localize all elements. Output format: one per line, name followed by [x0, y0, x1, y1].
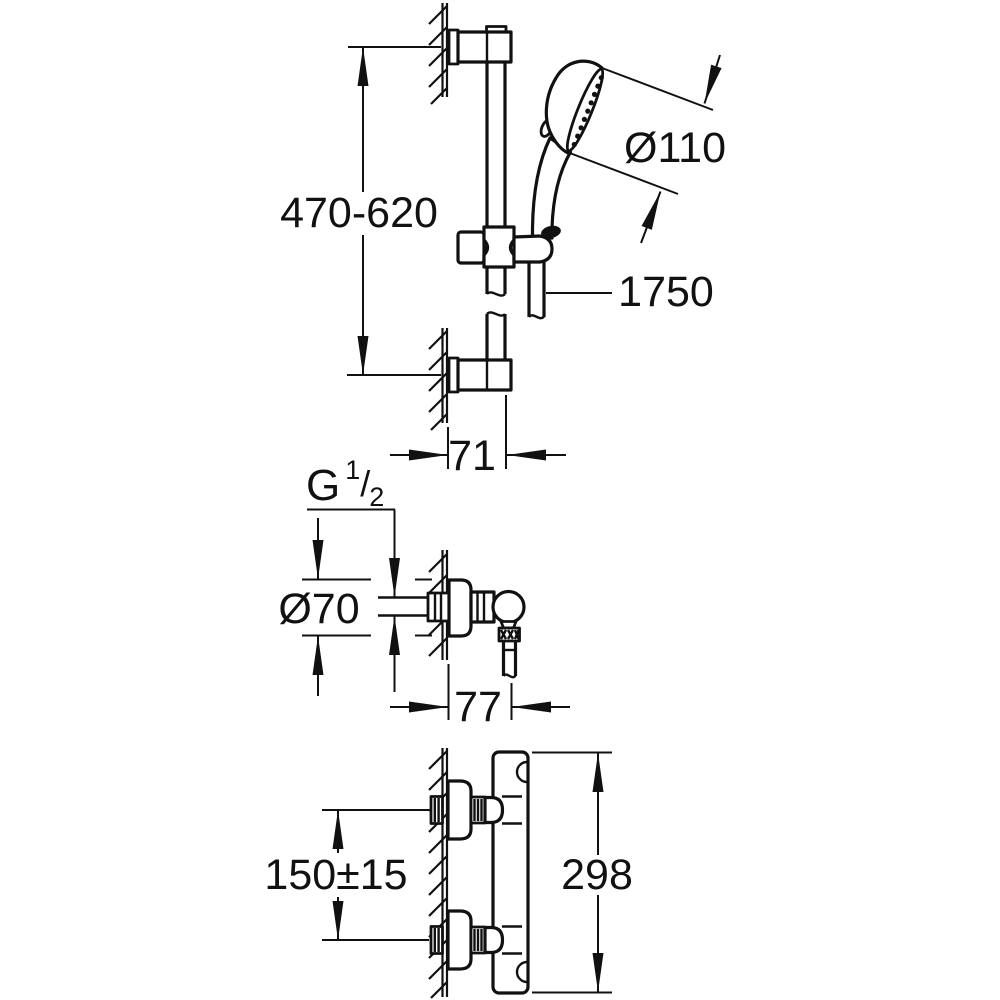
wall-section-top — [428, 3, 449, 105]
handle-socket-shadow — [541, 225, 561, 239]
holder-ball-joint — [491, 589, 526, 625]
hand-shower — [530, 59, 605, 240]
holder-valve-body — [469, 590, 496, 624]
hose-coupling-nut — [497, 626, 521, 643]
shower-holder-cone — [512, 234, 554, 264]
dimension-rail-height: 470-620 — [280, 46, 441, 376]
wall-hatching — [428, 750, 448, 999]
rail-break-line — [486, 291, 506, 297]
wall-hatching — [428, 5, 448, 105]
escutcheon — [447, 578, 473, 638]
shower-rail — [485, 25, 508, 375]
dimension-body-height: 298 — [532, 751, 633, 994]
thermostat-body — [491, 750, 530, 995]
dim-rail-offset-label: 71 — [448, 432, 496, 480]
dimension-hose-length: 1750 — [546, 268, 714, 316]
dim-rosette-diameter-label: Ø70 — [278, 585, 359, 633]
shower-rail-set-view: 470-620 Ø110 1750 71 — [280, 3, 726, 480]
dim-rail-height-label: 470-620 — [280, 189, 438, 237]
dim-body-height-label: 298 — [561, 851, 633, 899]
body-detail-arc-top — [515, 760, 528, 784]
dim-head-diameter-label: Ø110 — [624, 124, 726, 172]
dim-center-distance-label: 150±15 — [264, 851, 407, 899]
hose-break-line — [528, 314, 545, 320]
spray-nozzles — [571, 75, 604, 148]
glide-element — [456, 225, 554, 269]
spray-face — [565, 67, 605, 153]
hose-break-line — [502, 673, 517, 679]
glide-body — [482, 225, 516, 269]
shower-hose — [527, 262, 546, 320]
wall-section-bottom-view — [428, 748, 449, 999]
rail-break-line — [486, 311, 506, 317]
dimension-rail-offset: 71 — [390, 395, 566, 480]
wall-hatching — [428, 330, 448, 431]
dimension-holder-offset: 77 — [390, 664, 570, 731]
dimension-head-diameter: Ø110 — [566, 54, 726, 244]
supply-pipe — [378, 591, 451, 623]
hose-stub — [501, 641, 518, 679]
dim-holder-offset-label: 77 — [454, 683, 502, 731]
thermostat-view: 150±15 298 — [264, 748, 633, 999]
dim-hose-length-label: 1750 — [618, 268, 714, 316]
wall-section-bottom — [428, 328, 449, 431]
wall-bracket-top — [447, 28, 513, 66]
wall-bracket-bottom — [447, 356, 513, 394]
dimension-center-distance: 150±15 — [264, 809, 429, 941]
glide-knob — [456, 230, 486, 265]
pipe-hex-fitting — [426, 591, 451, 623]
body-detail-arc-bottom — [515, 960, 528, 984]
dimension-rosette-diameter: Ø70 — [278, 518, 432, 696]
